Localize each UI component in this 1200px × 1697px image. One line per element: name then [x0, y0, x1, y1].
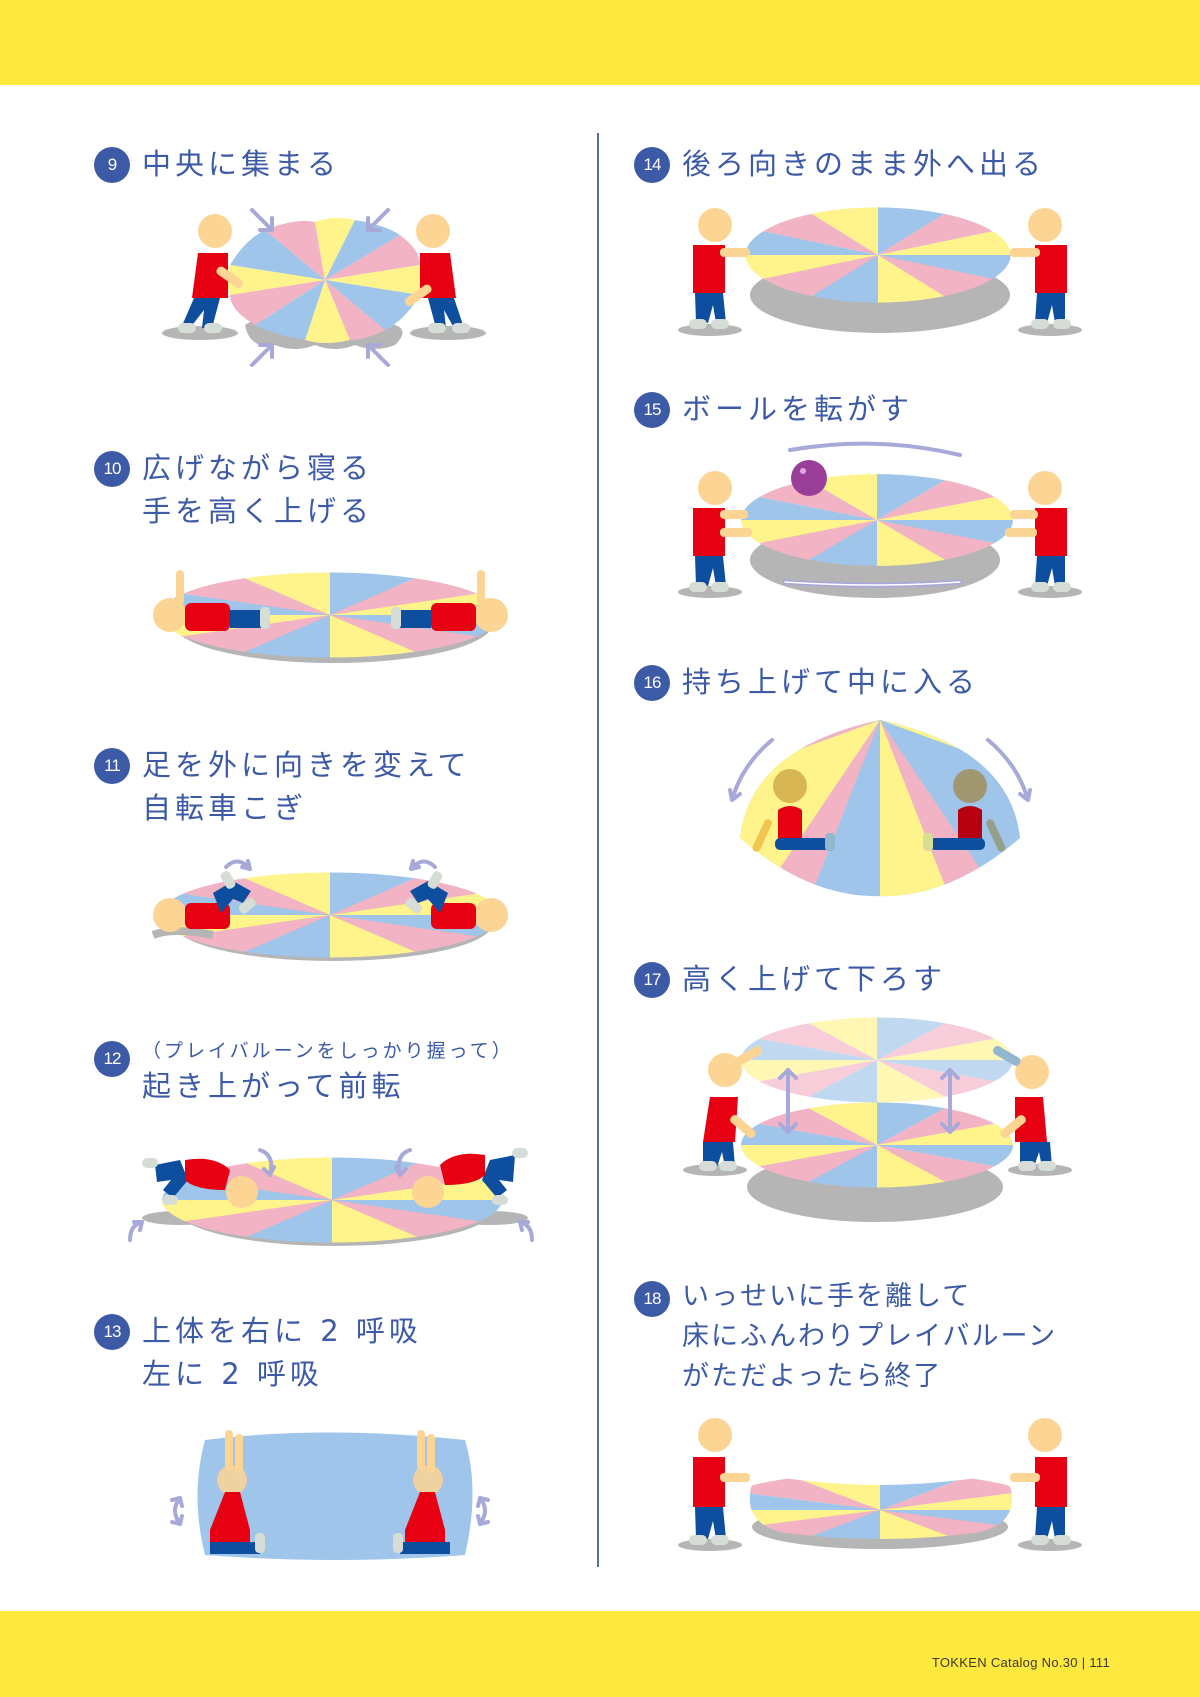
step-title: 持ち上げて中に入る	[682, 665, 980, 699]
step-17: 17 高く上げて下ろす	[634, 958, 946, 1001]
step-number-badge: 13	[94, 1314, 130, 1350]
step-title: 中央に集まる	[142, 147, 341, 181]
step-14: 14 後ろ向きのまま外へ出る	[634, 143, 1045, 186]
step-number-badge: 9	[94, 147, 130, 183]
step-16: 16 持ち上げて中に入る	[634, 661, 979, 704]
step-title: 高く上げて下ろす	[682, 962, 947, 996]
step-number-badge: 17	[634, 962, 670, 998]
illustration-gather-center	[160, 205, 490, 370]
illustration-parachute-floats-down	[675, 1415, 1085, 1560]
illustration-roll-ball	[675, 440, 1085, 605]
page-footer: TOKKEN Catalog No.30 | 111	[931, 1655, 1110, 1670]
top-yellow-band	[0, 0, 1200, 85]
step-12: 12 （プレイバルーンをしっかり握って） 起き上がって前転	[94, 1037, 514, 1108]
column-divider	[597, 133, 599, 1567]
step-title: 足を外に向きを変えて 自転車こぎ	[142, 748, 471, 825]
step-title: 後ろ向きのまま外へ出る	[682, 147, 1046, 181]
illustration-lie-down-arms-up	[148, 565, 513, 670]
illustration-bicycle-legs	[148, 855, 513, 970]
illustration-raise-and-lower	[675, 1015, 1085, 1225]
step-title: 上体を右に 2 呼吸 左に 2 呼吸	[142, 1314, 422, 1391]
step-11: 11 足を外に向きを変えて 自転車こぎ	[94, 744, 471, 830]
illustration-forward-roll	[120, 1140, 540, 1255]
bottom-yellow-band	[0, 1611, 1200, 1697]
step-13: 13 上体を右に 2 呼吸 左に 2 呼吸	[94, 1310, 422, 1396]
step-number-badge: 10	[94, 451, 130, 487]
step-title: 広げながら寝る 手を高く上げる	[142, 451, 374, 528]
step-number-badge: 14	[634, 147, 670, 183]
step-10: 10 広げながら寝る 手を高く上げる	[94, 447, 373, 533]
illustration-walk-out-backward	[675, 205, 1085, 345]
illustration-twist-under-parachute	[160, 1420, 500, 1560]
step-18: 18 いっせいに手を離して 床にふんわりプレイバルーン がただよったら終了	[634, 1277, 1057, 1397]
step-15: 15 ボールを転がす	[634, 388, 913, 431]
step-title: （プレイバルーンをしっかり握って） 起き上がって前転	[142, 1040, 514, 1103]
step-number-badge: 11	[94, 748, 130, 784]
illustration-dome-go-inside	[720, 718, 1040, 898]
step-9: 9 中央に集まる	[94, 143, 340, 186]
step-number-badge: 16	[634, 665, 670, 701]
step-title: いっせいに手を離して 床にふんわりプレイバルーン がただよったら終了	[682, 1281, 1058, 1392]
step-number-badge: 12	[94, 1041, 130, 1077]
step-number-badge: 18	[634, 1281, 670, 1317]
step-number-badge: 15	[634, 392, 670, 428]
step-title: ボールを転がす	[682, 392, 914, 426]
